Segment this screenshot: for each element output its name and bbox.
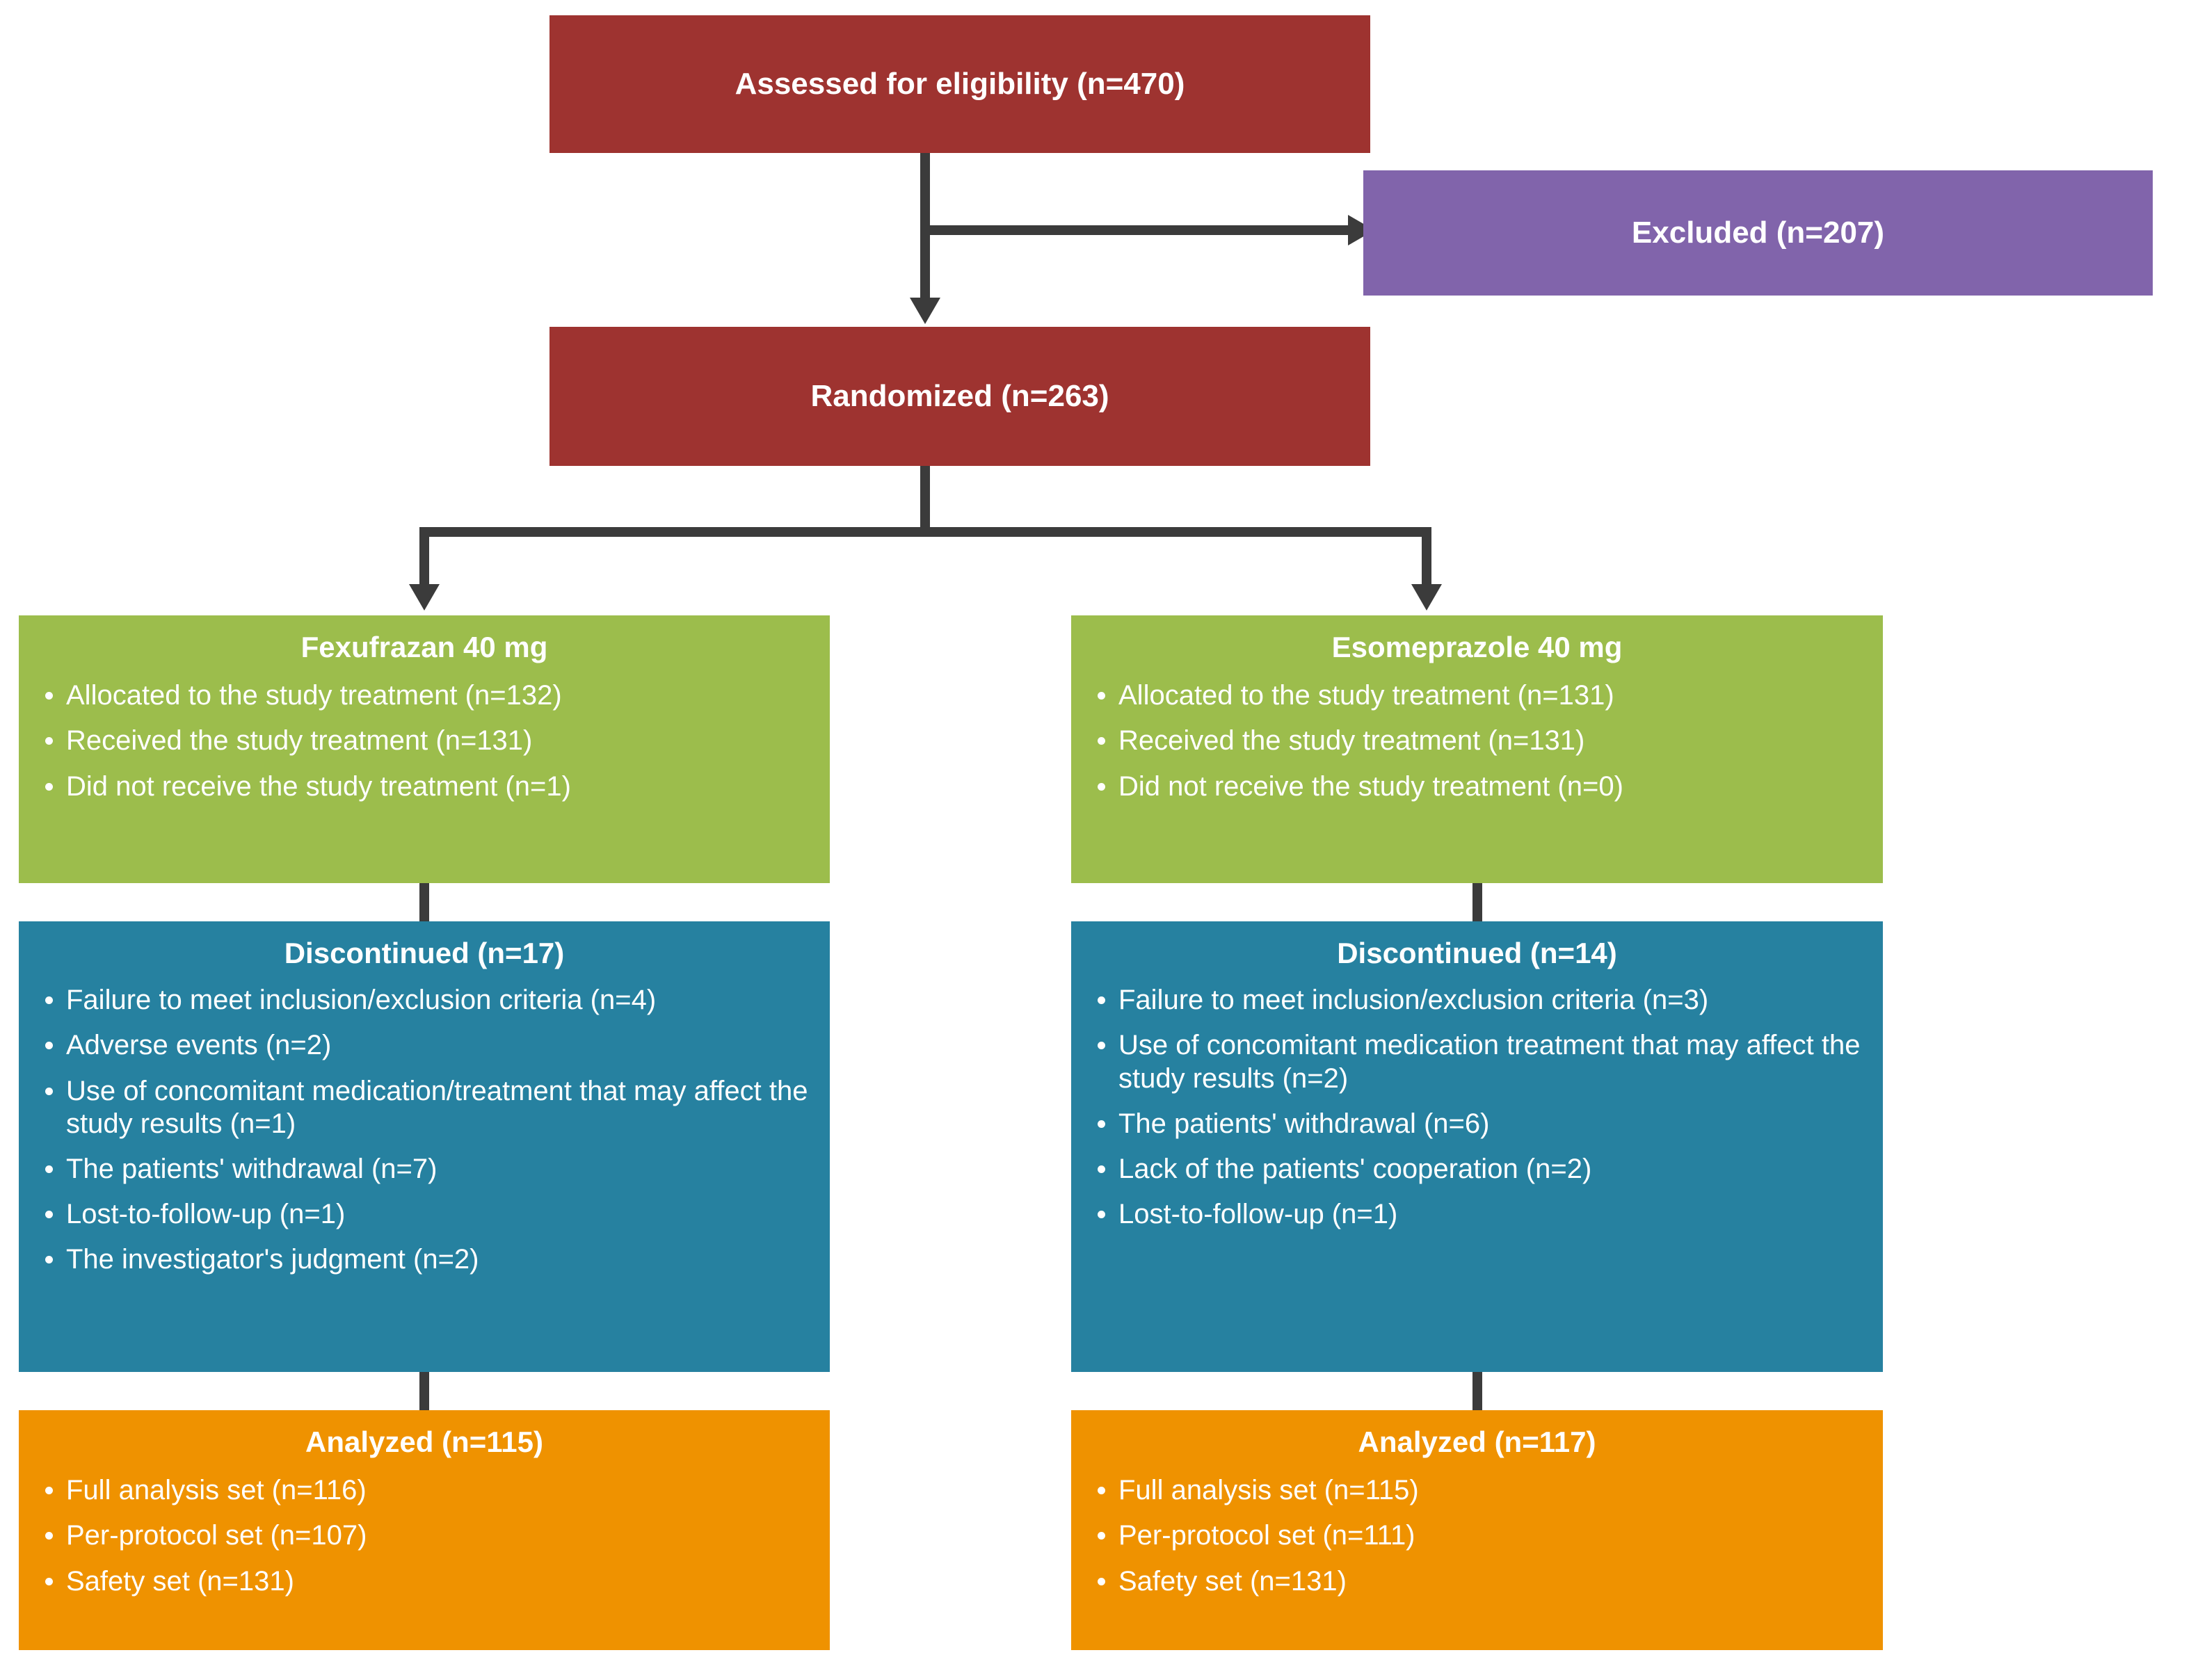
right-allocation-list: Allocated to the study treatment (n=131)… xyxy=(1088,679,1866,803)
left-analyzed-list: Full analysis set (n=116) Per-protocol s… xyxy=(35,1474,813,1598)
connector-right-discontinued-to-analyzed xyxy=(1472,1372,1482,1410)
list-item: The patients' withdrawal (n=7) xyxy=(35,1153,813,1186)
list-item: The investigator's judgment (n=2) xyxy=(35,1243,813,1276)
assessed-title: Assessed for eligibility (n=470) xyxy=(735,66,1185,101)
list-item: Allocated to the study treatment (n=131) xyxy=(1088,679,1866,712)
right-analyzed-list: Full analysis set (n=115) Per-protocol s… xyxy=(1088,1474,1866,1598)
list-item: Lack of the patients' cooperation (n=2) xyxy=(1088,1153,1866,1186)
connector-randomized-crossbar xyxy=(419,527,1431,537)
node-left-discontinued[interactable]: Discontinued (n=17) Failure to meet incl… xyxy=(19,921,830,1372)
connector-branch-right-vertical xyxy=(1422,527,1431,588)
node-right-allocation[interactable]: Esomeprazole 40 mg Allocated to the stud… xyxy=(1071,615,1883,883)
node-assessed-for-eligibility[interactable]: Assessed for eligibility (n=470) xyxy=(549,15,1370,153)
list-item: Use of concomitant medication treatment … xyxy=(1088,1029,1866,1095)
connector-branch-left-vertical xyxy=(419,527,429,588)
right-analyzed-title: Analyzed (n=117) xyxy=(1358,1425,1596,1458)
connector-right-allocation-to-discontinued xyxy=(1472,883,1482,923)
connector-left-discontinued-to-analyzed xyxy=(419,1372,429,1410)
list-item: Adverse events (n=2) xyxy=(35,1029,813,1062)
right-discontinued-list: Failure to meet inclusion/exclusion crit… xyxy=(1088,984,1866,1231)
left-allocation-title: Fexufrazan 40 mg xyxy=(300,631,548,663)
arrow-into-left-allocation xyxy=(409,584,440,611)
list-item: Per-protocol set (n=107) xyxy=(35,1519,813,1552)
list-item: Failure to meet inclusion/exclusion crit… xyxy=(35,984,813,1017)
list-item: Lost-to-follow-up (n=1) xyxy=(1088,1198,1866,1231)
list-item: Safety set (n=131) xyxy=(35,1565,813,1598)
left-discontinued-list: Failure to meet inclusion/exclusion crit… xyxy=(35,984,813,1276)
list-item: Did not receive the study treatment (n=0… xyxy=(1088,770,1866,803)
list-item: Full analysis set (n=115) xyxy=(1088,1474,1866,1507)
list-item: Per-protocol set (n=111) xyxy=(1088,1519,1866,1552)
connector-assessed-to-excluded xyxy=(920,225,1351,235)
list-item: Allocated to the study treatment (n=132) xyxy=(35,679,813,712)
node-right-discontinued[interactable]: Discontinued (n=14) Failure to meet incl… xyxy=(1071,921,1883,1372)
list-item: Lost-to-follow-up (n=1) xyxy=(35,1198,813,1231)
randomized-title: Randomized (n=263) xyxy=(810,378,1109,413)
list-item: Received the study treatment (n=131) xyxy=(1088,725,1866,757)
right-discontinued-title: Discontinued (n=14) xyxy=(1337,937,1617,969)
arrow-into-right-allocation xyxy=(1411,584,1442,611)
list-item: Use of concomitant medication/treatment … xyxy=(35,1075,813,1140)
node-randomized[interactable]: Randomized (n=263) xyxy=(549,327,1370,466)
node-left-analyzed[interactable]: Analyzed (n=115) Full analysis set (n=11… xyxy=(19,1410,830,1650)
node-left-allocation[interactable]: Fexufrazan 40 mg Allocated to the study … xyxy=(19,615,830,883)
list-item: Full analysis set (n=116) xyxy=(35,1474,813,1507)
list-item: Safety set (n=131) xyxy=(1088,1565,1866,1598)
left-analyzed-title: Analyzed (n=115) xyxy=(305,1425,543,1458)
left-discontinued-title: Discontinued (n=17) xyxy=(284,937,565,969)
arrow-into-randomized xyxy=(910,298,940,324)
connector-randomized-stem xyxy=(920,466,930,537)
list-item: Received the study treatment (n=131) xyxy=(35,725,813,757)
excluded-title: Excluded (n=207) xyxy=(1631,215,1885,250)
list-item: Did not receive the study treatment (n=1… xyxy=(35,770,813,803)
right-allocation-title: Esomeprazole 40 mg xyxy=(1331,631,1623,663)
left-allocation-list: Allocated to the study treatment (n=132)… xyxy=(35,679,813,803)
node-excluded[interactable]: Excluded (n=207) xyxy=(1363,170,2153,296)
node-right-analyzed[interactable]: Analyzed (n=117) Full analysis set (n=11… xyxy=(1071,1410,1883,1650)
list-item: The patients' withdrawal (n=6) xyxy=(1088,1108,1866,1140)
list-item: Failure to meet inclusion/exclusion crit… xyxy=(1088,984,1866,1017)
connector-left-allocation-to-discontinued xyxy=(419,883,429,923)
